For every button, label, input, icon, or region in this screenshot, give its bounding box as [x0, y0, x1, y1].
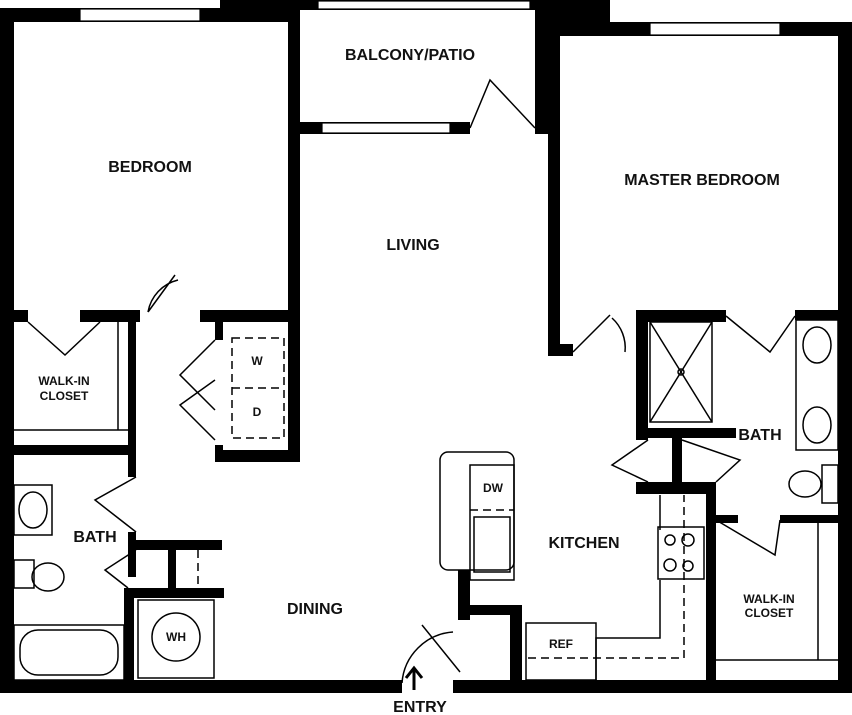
walkin-closet-right-label-2: CLOSET — [745, 606, 794, 620]
dining-label: DINING — [287, 601, 343, 618]
kitchen-label: KITCHEN — [548, 535, 619, 552]
balcony-label: BALCONY/PATIO — [345, 47, 475, 64]
walls — [0, 0, 852, 693]
bath-right-label: BATH — [738, 427, 781, 444]
bedroom-label: BEDROOM — [108, 159, 192, 176]
water-heater-label: WH — [166, 630, 186, 644]
entry-label: ENTRY — [393, 699, 447, 715]
dishwasher-label: DW — [483, 481, 504, 495]
washer-label: W — [251, 354, 263, 368]
living-label: LIVING — [386, 237, 439, 254]
walkin-closet-left-label-2: CLOSET — [40, 389, 89, 403]
dryer-label: D — [253, 405, 262, 419]
entry-arrow-icon — [404, 665, 424, 690]
refrigerator-label: REF — [549, 637, 573, 651]
fixtures — [13, 78, 839, 690]
walkin-closet-right-label-1: WALK-IN — [743, 592, 794, 606]
master-bedroom-label: MASTER BEDROOM — [624, 172, 780, 189]
labels: BALCONY/PATIO BEDROOM LIVING MASTER BEDR… — [38, 47, 794, 715]
bath-left-label: BATH — [73, 529, 116, 546]
walkin-closet-left-label-1: WALK-IN — [38, 374, 89, 388]
